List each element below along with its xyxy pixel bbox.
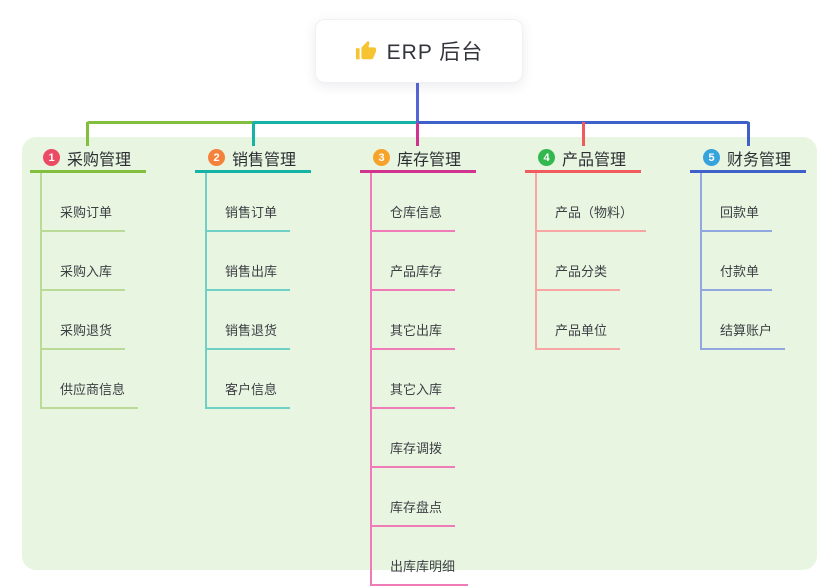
branch-item-list: 采购订单采购入库采购退货供应商信息 — [40, 173, 146, 409]
branch-item[interactable]: 其它出库 — [372, 291, 456, 350]
branch-2: 2 销售管理销售订单销售出库销售退货客户信息 — [195, 145, 311, 409]
branch-5: 5 财务管理回款单付款单结算账户 — [690, 145, 806, 350]
root-node-label: ERP 后台 — [386, 41, 484, 64]
branch-item[interactable]: 出库库明细 — [372, 527, 469, 586]
connector-drop-line — [582, 122, 585, 146]
branch-item[interactable]: 产品（物料） — [537, 173, 647, 232]
branch-item[interactable]: 仓库信息 — [372, 173, 456, 232]
branch-label: 销售管理 — [232, 151, 297, 169]
connector-drop-line — [416, 122, 419, 146]
branch-4: 4 产品管理产品（物料）产品分类产品单位 — [525, 145, 647, 350]
branch-title[interactable]: 4 产品管理 — [525, 145, 641, 173]
branch-number-badge: 4 — [538, 149, 555, 166]
branch-item[interactable]: 产品单位 — [537, 291, 621, 350]
branch-item[interactable]: 库存盘点 — [372, 468, 456, 527]
connector-horizontal-segment — [253, 121, 417, 124]
branch-item-list: 回款单付款单结算账户 — [700, 173, 806, 350]
connector-horizontal-segment — [86, 121, 253, 124]
branch-number-badge: 5 — [703, 149, 720, 166]
connector-drop-line — [252, 122, 255, 146]
branch-item[interactable]: 销售退货 — [207, 291, 291, 350]
branch-item[interactable]: 产品分类 — [537, 232, 621, 291]
branch-item-list: 销售订单销售出库销售退货客户信息 — [205, 173, 311, 409]
branch-number-badge: 2 — [208, 149, 225, 166]
branch-item[interactable]: 回款单 — [702, 173, 773, 232]
branch-title[interactable]: 1 采购管理 — [30, 145, 146, 173]
branch-3: 3 库存管理仓库信息产品库存其它出库其它入库库存调拨库存盘点出库库明细 — [360, 145, 476, 586]
branch-item[interactable]: 其它入库 — [372, 350, 456, 409]
branch-title[interactable]: 3 库存管理 — [360, 145, 476, 173]
branch-item[interactable]: 采购入库 — [42, 232, 126, 291]
branch-label: 采购管理 — [67, 151, 132, 169]
connector-drop-line — [747, 122, 750, 146]
branch-item[interactable]: 付款单 — [702, 232, 773, 291]
branch-number-badge: 1 — [43, 149, 60, 166]
branch-item[interactable]: 客户信息 — [207, 350, 291, 409]
branch-item-list: 仓库信息产品库存其它出库其它入库库存调拨库存盘点出库库明细 — [370, 173, 476, 586]
branch-item[interactable]: 产品库存 — [372, 232, 456, 291]
branch-title[interactable]: 5 财务管理 — [690, 145, 806, 173]
branch-label: 产品管理 — [562, 151, 627, 169]
branch-item-list: 产品（物料）产品分类产品单位 — [535, 173, 647, 350]
branch-item[interactable]: 采购订单 — [42, 173, 126, 232]
branches-background-panel — [22, 137, 817, 570]
root-connector-line — [416, 82, 419, 123]
branch-item[interactable]: 销售订单 — [207, 173, 291, 232]
branch-item[interactable]: 供应商信息 — [42, 350, 139, 409]
branch-item[interactable]: 结算账户 — [702, 291, 786, 350]
branch-title[interactable]: 2 销售管理 — [195, 145, 311, 173]
connector-drop-line — [86, 122, 89, 146]
branch-label: 财务管理 — [727, 151, 792, 169]
branch-number-badge: 3 — [373, 149, 390, 166]
branch-1: 1 采购管理采购订单采购入库采购退货供应商信息 — [30, 145, 146, 409]
root-node[interactable]: ERP 后台 — [315, 19, 523, 83]
branch-label: 库存管理 — [397, 151, 462, 169]
branch-item[interactable]: 采购退货 — [42, 291, 126, 350]
thumbs-up-icon — [355, 40, 377, 62]
branch-item[interactable]: 销售出库 — [207, 232, 291, 291]
branch-item[interactable]: 库存调拨 — [372, 409, 456, 468]
